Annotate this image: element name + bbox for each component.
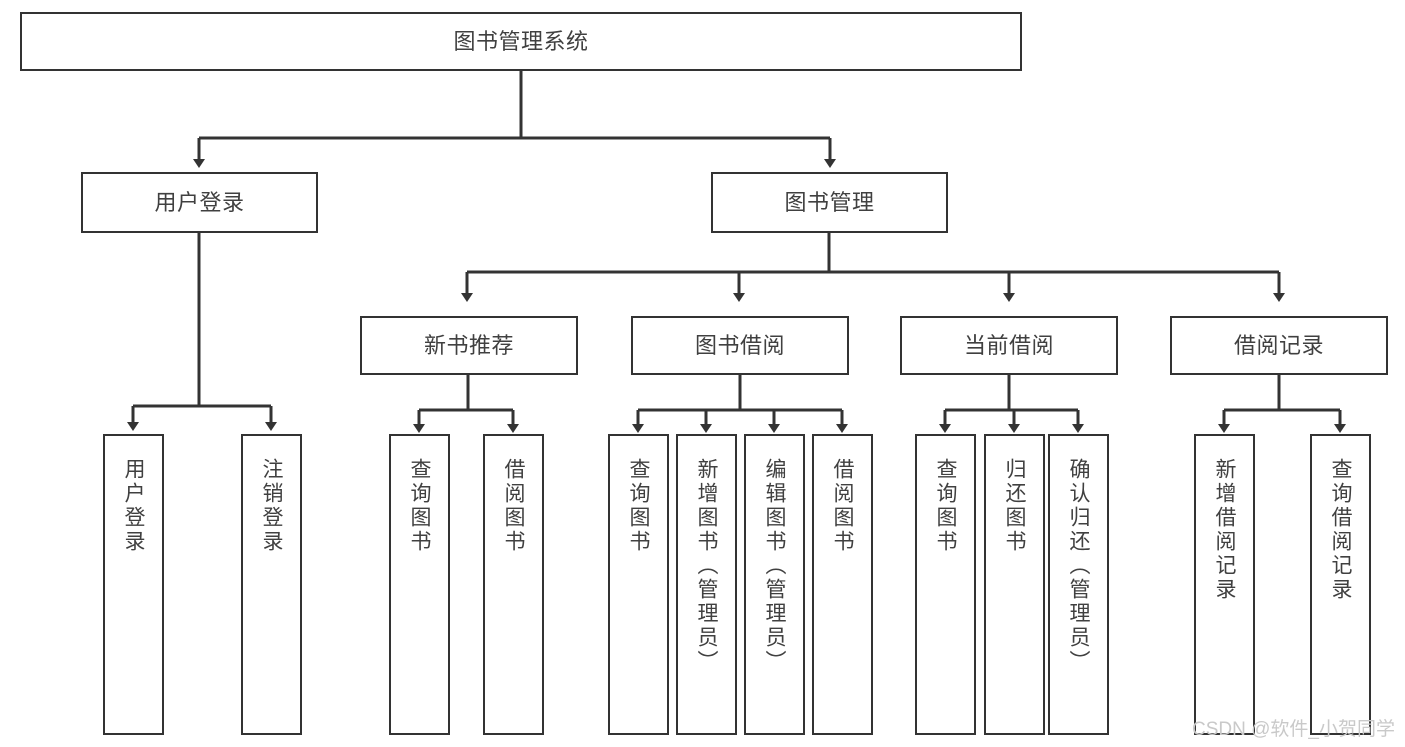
leaf-borrow-edit-book-label: 编辑图书（管理员） <box>763 458 786 674</box>
node-root-label: 图书管理系统 <box>453 28 589 54</box>
node-new-book-recommend-label: 新书推荐 <box>423 332 514 358</box>
leaf-borrow-add-book-label: 新增图书（管理员） <box>695 458 718 674</box>
node-new-book-recommend[interactable]: 新书推荐 <box>360 316 578 375</box>
leaf-record-add-record[interactable]: 新增借阅记录 <box>1194 434 1255 735</box>
node-current-borrow[interactable]: 当前借阅 <box>900 316 1118 375</box>
leaf-user-login-login-label: 用户登录 <box>122 458 145 554</box>
leaf-recommend-borrow-book[interactable]: 借阅图书 <box>483 434 544 735</box>
leaf-recommend-query-book-label: 查询图书 <box>408 458 431 554</box>
node-book-management[interactable]: 图书管理 <box>711 172 948 233</box>
leaf-current-return-book-label: 归还图书 <box>1003 458 1026 554</box>
node-borrow-record[interactable]: 借阅记录 <box>1170 316 1388 375</box>
leaf-borrow-edit-book[interactable]: 编辑图书（管理员） <box>744 434 805 735</box>
node-root[interactable]: 图书管理系统 <box>20 12 1022 71</box>
node-book-management-label: 图书管理 <box>784 189 875 215</box>
leaf-current-query-book[interactable]: 查询图书 <box>915 434 976 735</box>
node-book-borrow-label: 图书借阅 <box>694 332 785 358</box>
leaf-record-add-record-label: 新增借阅记录 <box>1213 458 1236 602</box>
leaf-borrow-add-book[interactable]: 新增图书（管理员） <box>676 434 737 735</box>
node-current-borrow-label: 当前借阅 <box>963 332 1054 358</box>
leaf-recommend-query-book[interactable]: 查询图书 <box>389 434 450 735</box>
leaf-recommend-borrow-book-label: 借阅图书 <box>502 458 525 554</box>
node-borrow-record-label: 借阅记录 <box>1233 332 1324 358</box>
node-book-borrow[interactable]: 图书借阅 <box>631 316 849 375</box>
leaf-borrow-query-book-label: 查询图书 <box>627 458 650 554</box>
leaf-current-return-book[interactable]: 归还图书 <box>984 434 1045 735</box>
node-user-login[interactable]: 用户登录 <box>81 172 318 233</box>
leaf-user-login-logout-label: 注销登录 <box>260 458 283 554</box>
leaf-borrow-borrow-book-label: 借阅图书 <box>831 458 854 554</box>
leaf-record-query-record[interactable]: 查询借阅记录 <box>1310 434 1371 735</box>
leaf-current-confirm-return-label: 确认归还（管理员） <box>1067 458 1090 674</box>
watermark-text: CSDN @软件_小贺同学 <box>1192 719 1395 740</box>
leaf-current-confirm-return[interactable]: 确认归还（管理员） <box>1048 434 1109 735</box>
leaf-borrow-borrow-book[interactable]: 借阅图书 <box>812 434 873 735</box>
leaf-borrow-query-book[interactable]: 查询图书 <box>608 434 669 735</box>
leaf-user-login-login[interactable]: 用户登录 <box>103 434 164 735</box>
leaf-user-login-logout[interactable]: 注销登录 <box>241 434 302 735</box>
leaf-record-query-record-label: 查询借阅记录 <box>1329 458 1352 602</box>
node-user-login-label: 用户登录 <box>154 189 245 215</box>
leaf-current-query-book-label: 查询图书 <box>934 458 957 554</box>
